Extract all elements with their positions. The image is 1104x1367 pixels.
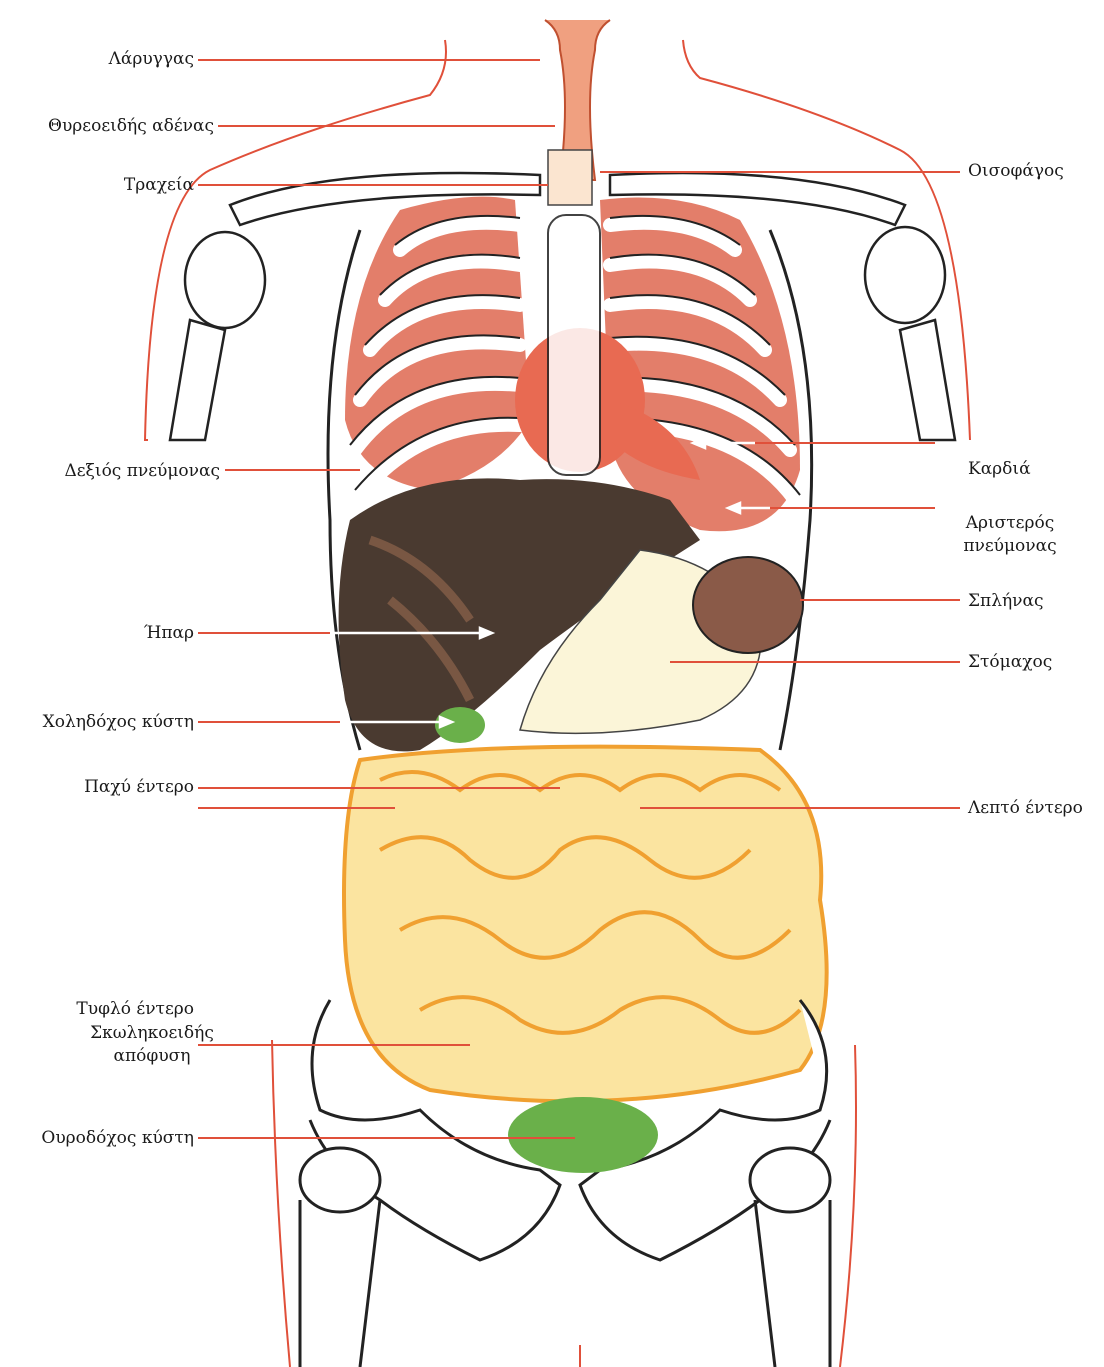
- label-cecum: Τυφλό έντερο: [76, 998, 194, 1020]
- label-heart: Καρδιά: [968, 458, 1031, 480]
- label-left-lung-line1: Αριστερός: [945, 512, 1075, 534]
- label-trachea: Τραχεία: [124, 174, 194, 196]
- label-left-lung-line2: πνεύμονας: [945, 535, 1075, 557]
- label-appendix-line2: απόφυση: [82, 1045, 222, 1067]
- label-large-intestine: Παχύ έντερο: [84, 776, 194, 798]
- label-gallbladder: Χοληδόχος κύστη: [43, 711, 194, 733]
- label-right-lung: Δεξιός πνεύμονας: [64, 460, 220, 482]
- label-liver: Ήπαρ: [144, 622, 194, 644]
- label-stomach: Στόμαχος: [968, 651, 1052, 673]
- label-urinary-bladder: Ουροδόχος κύστη: [41, 1127, 194, 1149]
- label-spleen: Σπλήνας: [968, 590, 1044, 612]
- urinary-bladder-shape: [508, 1097, 658, 1173]
- spleen-shape: [693, 557, 803, 653]
- label-larynx: Λάρυγγας: [109, 48, 194, 70]
- label-appendix-line1: Σκωληκοειδής: [82, 1022, 222, 1044]
- sternum: [548, 215, 600, 475]
- label-small-intestine: Λεπτό έντερο: [968, 797, 1083, 819]
- label-esophagus: Οισοφάγος: [968, 160, 1064, 182]
- spine-neck: [545, 20, 610, 205]
- label-thyroid: Θυρεοειδής αδένας: [48, 115, 214, 137]
